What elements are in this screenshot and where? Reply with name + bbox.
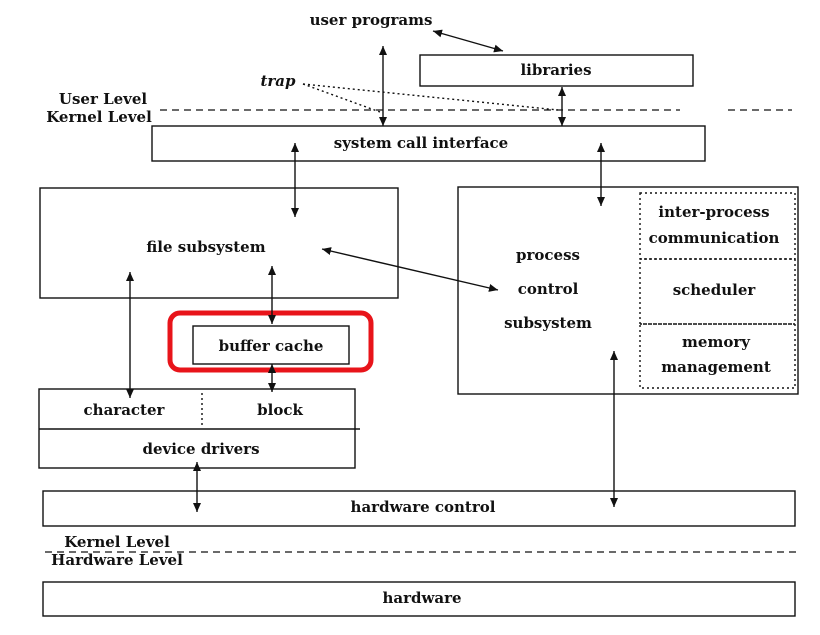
arrow-file-subsystem-process-control — [321, 247, 499, 292]
kernel-level-label-top: Kernel Level — [46, 108, 152, 126]
memory-management-box — [639, 323, 796, 389]
hardware-label: hardware — [382, 589, 461, 607]
process-control-subsystem-box — [457, 186, 799, 395]
memory-label-line1: memory — [682, 333, 751, 351]
hardware-level-label: Hardware Level — [51, 551, 183, 569]
trap-dotted-line-2 — [302, 83, 559, 111]
user-level-label: User Level — [59, 90, 148, 108]
arrow-user-programs-libraries — [432, 29, 504, 53]
ipc-label-line2: communication — [649, 229, 780, 247]
file-subsystem-label: file subsystem — [146, 238, 265, 256]
kernel-level-label-bottom: Kernel Level — [64, 533, 170, 551]
device-drivers-label: device drivers — [142, 440, 259, 458]
hardware-control-label: hardware control — [351, 498, 496, 516]
character-label: character — [84, 401, 166, 419]
process-label-line2: control — [518, 280, 579, 298]
system-call-interface-label: system call interface — [334, 134, 508, 152]
memory-label-line2: management — [661, 358, 771, 376]
process-label-line3: subsystem — [504, 314, 592, 332]
system-call-interface-box — [151, 125, 706, 162]
hardware-control-box — [42, 490, 796, 527]
block-label: block — [257, 401, 303, 419]
process-label-line1: process — [516, 246, 580, 264]
scheduler-label: scheduler — [673, 281, 757, 299]
trap-label: trap — [260, 72, 296, 90]
user-programs-label: user programs — [310, 11, 433, 29]
trap-dotted-line-1 — [302, 83, 381, 113]
ipc-label-line1: inter-process — [658, 203, 769, 221]
libraries-label: libraries — [520, 61, 591, 79]
buffer-cache-label: buffer cache — [219, 337, 324, 355]
hardware-box — [42, 581, 796, 617]
libraries-box — [419, 54, 694, 87]
